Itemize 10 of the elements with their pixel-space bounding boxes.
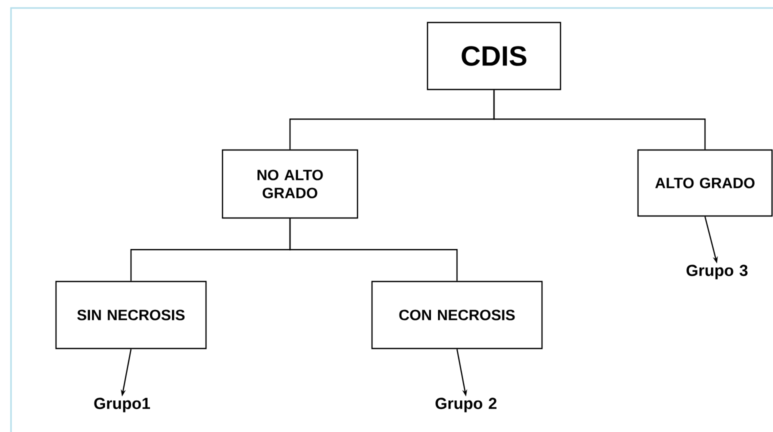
connector-line <box>493 90 706 150</box>
group-label: Grupo 3 <box>686 264 748 280</box>
process-box: CDIS <box>426 22 562 90</box>
connector-line <box>289 218 458 281</box>
group-label: Grupo 2 <box>436 398 496 412</box>
process-box: SIN NECROSIS <box>55 280 207 350</box>
group-label: Grupo1 <box>94 398 150 412</box>
process-box: CON NECROSIS <box>371 280 543 350</box>
process-box: ALTO GRADO <box>637 149 773 217</box>
process-box: NO ALTO GRADO <box>222 149 358 219</box>
